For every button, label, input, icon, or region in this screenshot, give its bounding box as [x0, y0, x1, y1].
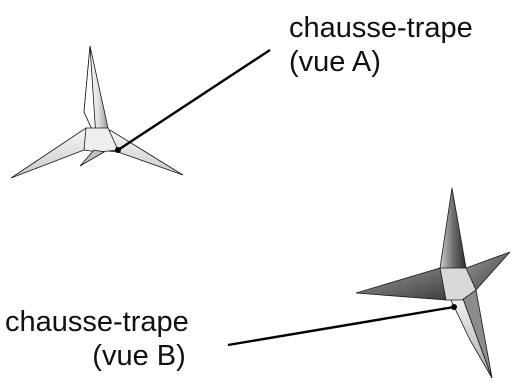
caltrop-a-spike-bottom [79, 149, 106, 167]
label-view-b-line2: (vue B) [92, 340, 186, 372]
caltrop-view-a [10, 45, 184, 179]
label-view-a-line1: chausse-trape [289, 12, 473, 44]
caltrop-b-hub [439, 267, 477, 301]
label-view-b: chausse-trape (vue B) [5, 305, 189, 373]
caltrop-a-hub [83, 127, 119, 153]
label-view-b-line1: chausse-trape [5, 306, 189, 338]
leader-line-b [227, 305, 455, 347]
leader-line-a [117, 48, 271, 152]
label-view-a: chausse-trape (vue A) [289, 11, 473, 79]
caltrop-view-b [355, 187, 511, 379]
label-view-a-line2: (vue A) [289, 46, 381, 78]
